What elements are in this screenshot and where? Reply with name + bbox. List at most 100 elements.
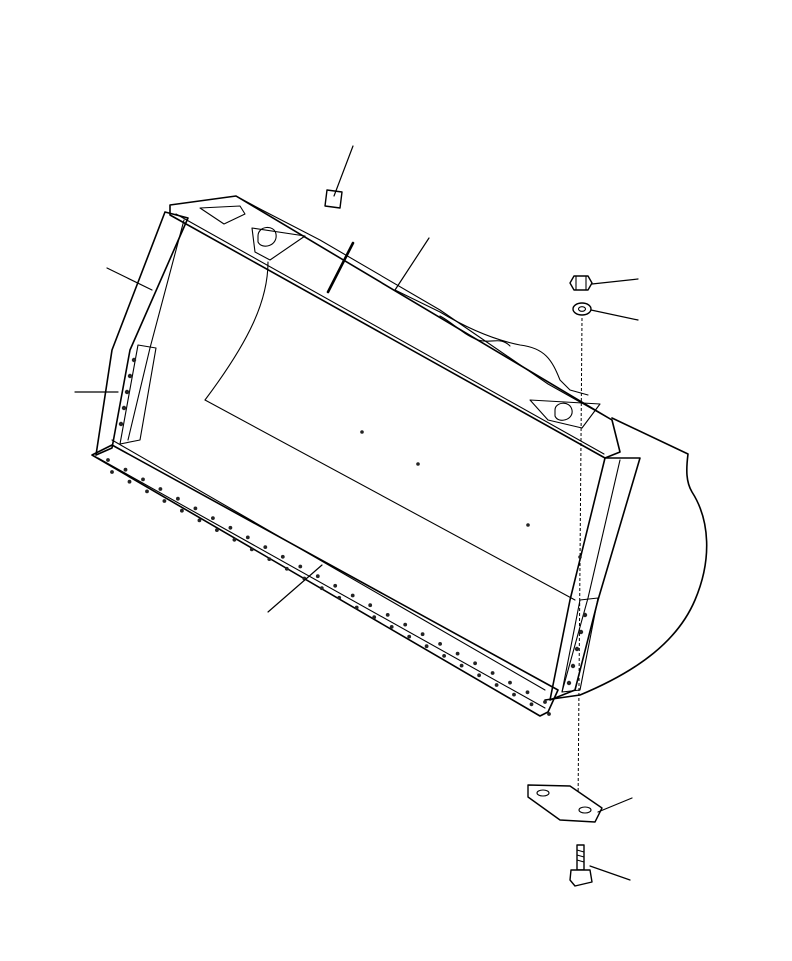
left-side-wear-strip xyxy=(119,344,157,445)
side-plate-upper-callout xyxy=(106,267,153,291)
edge-hole xyxy=(280,554,285,559)
cutting-edge-callout xyxy=(267,564,323,613)
callout-leaders xyxy=(74,145,639,881)
edge-hole xyxy=(197,518,202,523)
edge-hole xyxy=(215,528,219,532)
nut xyxy=(569,275,593,291)
edge-hole xyxy=(298,564,303,569)
edge-hole xyxy=(333,583,338,588)
floor-mark-2 xyxy=(416,462,420,466)
left-hole-2 xyxy=(127,373,133,379)
edge-hole xyxy=(389,625,394,629)
fastener-stack xyxy=(527,275,603,887)
edge-hole xyxy=(512,692,516,697)
top-right-boss xyxy=(554,402,573,421)
edge-hole xyxy=(424,644,429,649)
edge-hole xyxy=(407,634,412,639)
edge-hole xyxy=(123,467,128,472)
nut-callout xyxy=(591,278,639,285)
edge-hole xyxy=(477,673,481,678)
right-side-wear-strip xyxy=(561,597,599,693)
bucket-assembly xyxy=(91,195,708,717)
edge-hole xyxy=(176,496,180,501)
bolt-callout xyxy=(589,865,631,881)
floor-front-line xyxy=(111,439,546,691)
right-side-inner-edge xyxy=(561,459,621,693)
right-hole-1 xyxy=(582,612,588,618)
edge-hole xyxy=(508,680,512,685)
edge-hole xyxy=(106,458,110,462)
top-beam-lower-edge xyxy=(175,213,605,455)
edge-hole xyxy=(385,613,390,617)
edge-hole xyxy=(110,470,114,474)
edge-hole xyxy=(245,535,250,540)
right-hole-4 xyxy=(570,663,576,669)
edge-hole xyxy=(350,593,355,598)
edge-hole xyxy=(368,603,373,608)
left-hole-5 xyxy=(118,421,124,427)
edge-hole xyxy=(403,622,408,627)
fastener-axis-line xyxy=(577,317,583,809)
left-side-holes xyxy=(118,357,137,427)
right-side-plate xyxy=(549,457,641,701)
top-beam-callout xyxy=(394,237,430,291)
edge-hole xyxy=(473,661,477,666)
edge-hole xyxy=(158,487,163,491)
washer-callout xyxy=(590,309,639,321)
bucket-back-shell xyxy=(544,417,708,701)
edge-hole xyxy=(420,632,425,637)
floor-fold-line xyxy=(204,399,576,601)
floor-mark-3 xyxy=(526,523,530,527)
top-right-plate xyxy=(529,399,601,429)
edge-hole xyxy=(494,683,499,687)
shim-plate-callout xyxy=(597,797,633,813)
left-hole-1 xyxy=(131,357,137,363)
edge-hole xyxy=(529,702,534,707)
floor-mark-4 xyxy=(578,555,582,559)
edge-hole xyxy=(232,537,237,542)
edge-hole xyxy=(459,663,464,668)
edge-hole xyxy=(319,586,324,591)
edge-hole xyxy=(442,654,446,658)
edge-hole xyxy=(525,690,530,695)
edge-hole xyxy=(228,525,233,530)
edge-hole xyxy=(162,499,167,503)
edge-hole xyxy=(284,566,289,571)
top-beam-upper-edge xyxy=(235,195,613,421)
edge-hole xyxy=(315,574,320,579)
bucket-back-inner-curve xyxy=(204,261,269,401)
edge-hole xyxy=(180,508,184,513)
top-left-bracket xyxy=(199,205,246,225)
cutting-edge xyxy=(91,444,559,717)
right-hole-5 xyxy=(566,680,572,686)
top-beam xyxy=(169,195,621,459)
edge-hole xyxy=(337,595,342,600)
left-side-plate xyxy=(95,211,189,456)
cutting-edge-inner xyxy=(97,457,546,709)
plate-callout xyxy=(333,145,354,197)
shim-plate xyxy=(527,784,603,823)
edge-hole xyxy=(263,545,268,549)
edge-hole xyxy=(211,516,215,520)
edge-hole xyxy=(547,712,551,716)
edge-hole xyxy=(372,615,377,620)
cutting-edge-holes xyxy=(106,458,551,716)
label-plate xyxy=(324,189,343,209)
edge-hole xyxy=(249,547,254,552)
top-rear-weld xyxy=(439,315,511,347)
right-side-holes xyxy=(566,612,588,686)
left-side-inner-edge xyxy=(127,219,185,441)
edge-hole xyxy=(354,605,359,610)
edge-hole xyxy=(145,489,149,494)
edge-hole xyxy=(193,506,198,511)
edge-hole xyxy=(127,479,132,484)
edge-hole xyxy=(543,700,547,704)
centre-rib xyxy=(326,241,355,294)
edge-hole xyxy=(267,557,272,561)
left-hole-4 xyxy=(121,405,127,411)
left-hole-3 xyxy=(124,389,130,395)
right-hole-3 xyxy=(574,646,580,652)
washer xyxy=(572,302,592,316)
edge-hole xyxy=(141,477,145,482)
